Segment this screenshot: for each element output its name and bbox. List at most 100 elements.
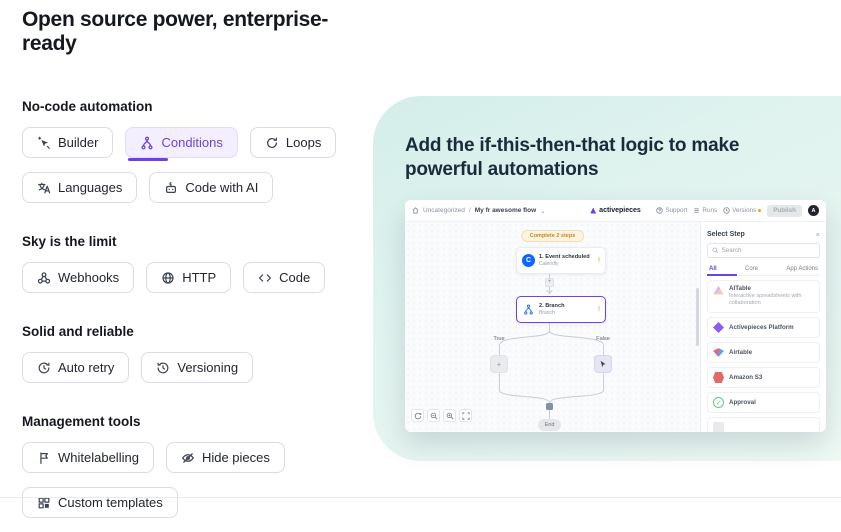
flow-canvas[interactable]: Complete 2 steps C 1. Event scheduled Ca… — [405, 222, 700, 432]
step-item-aitable[interactable]: AITable Interactive spreadsheets with co… — [707, 280, 820, 313]
feature-showcase-panel: Add the if-this-then-that logic to make … — [373, 96, 841, 461]
support-link[interactable]: Support — [656, 207, 687, 214]
translate-icon — [37, 181, 51, 195]
panel-heading: Add the if-this-then-that logic to make … — [405, 134, 757, 182]
zoom-out-button[interactable] — [427, 409, 440, 422]
feature-button-whitelabelling[interactable]: Whitelabelling — [22, 442, 154, 473]
add-step-true-button[interactable]: + — [490, 355, 508, 373]
feature-button-languages[interactable]: Languages — [22, 172, 137, 203]
search-icon — [712, 247, 719, 254]
activepieces-logo-icon — [590, 208, 596, 214]
feature-button-label: Versioning — [177, 360, 238, 375]
step-item-activepieces-platform[interactable]: Activepieces Platform — [707, 317, 820, 338]
feature-button-label: Conditions — [161, 135, 222, 150]
section-sky-is-the-limit: Sky is the limit Webhooks HTTP Code — [22, 234, 374, 293]
feature-button-label: Builder — [58, 135, 98, 150]
branch-icon — [140, 136, 154, 150]
publish-button[interactable]: Publish — [767, 205, 802, 217]
feature-button-code-with-ai[interactable]: Code with AI — [149, 172, 273, 203]
feature-button-label: Auto retry — [58, 360, 114, 375]
zoom-in-icon — [446, 412, 454, 420]
section-solid-and-reliable: Solid and reliable Auto retry Versioning — [22, 324, 374, 383]
breadcrumb-folder[interactable]: Uncategorized — [423, 207, 465, 214]
fit-view-icon — [462, 412, 470, 420]
flow-end-pill: End — [538, 419, 561, 431]
add-step-inline-button[interactable]: + — [545, 278, 554, 287]
tab-all[interactable]: All — [709, 266, 717, 272]
breadcrumb-flow-name[interactable]: My fr awesome flow — [475, 207, 536, 214]
tab-app-actions[interactable]: App Actions — [786, 266, 818, 272]
merge-node — [546, 403, 553, 410]
step-search[interactable] — [707, 243, 820, 258]
flag-icon — [37, 451, 51, 465]
feature-button-loops[interactable]: Loops — [250, 127, 336, 158]
section-heading: Sky is the limit — [22, 234, 374, 249]
step-search-input[interactable] — [722, 247, 802, 254]
canvas-scrollbar[interactable] — [696, 288, 699, 346]
step-item-approval[interactable]: ✓ Approval — [707, 392, 820, 413]
select-step-panel: Select Step × All Core App Actions — [700, 222, 826, 432]
step-item-partial[interactable] — [707, 417, 820, 432]
section-management-tools: Management tools Whitelabelling Hide pie… — [22, 414, 374, 518]
brand-logo: activepieces — [590, 207, 641, 214]
home-icon[interactable] — [412, 207, 419, 214]
step-item-amazon-s3[interactable]: Amazon S3 — [707, 367, 820, 388]
branch-step-icon — [523, 304, 534, 315]
feature-button-builder[interactable]: Builder — [22, 127, 113, 158]
section-heading: Management tools — [22, 414, 374, 429]
feature-button-conditions[interactable]: Conditions — [125, 127, 237, 158]
question-circle-icon — [656, 207, 663, 214]
flow-node-branch[interactable]: 2. Branch Branch ! — [516, 296, 606, 323]
section-no-code-automation: No-code automation Builder Conditions Lo… — [22, 99, 374, 203]
step-item-name: Activepieces Platform — [729, 324, 794, 331]
piece-icon — [713, 422, 724, 432]
step-item-name: AITable — [729, 285, 814, 292]
branch-false-label: False — [588, 336, 618, 342]
complete-steps-badge: Complete 2 steps — [521, 230, 585, 242]
activepieces-platform-icon — [713, 322, 724, 333]
feature-button-label: Webhooks — [58, 270, 119, 285]
step-item-description: Interactive spreadsheets with collaborat… — [729, 293, 814, 307]
canvas-toolbar — [411, 409, 472, 422]
runs-link[interactable]: Runs — [693, 207, 717, 214]
step-item-airtable[interactable]: Airtable — [707, 342, 820, 363]
feature-nav: Open source power, enterprise-ready No-c… — [22, 8, 374, 532]
fit-view-button[interactable] — [459, 409, 472, 422]
calendly-icon: C — [522, 254, 535, 267]
feature-button-label: Code — [279, 270, 310, 285]
mouse-cursor-icon — [599, 360, 607, 368]
flow-node-trigger[interactable]: C 1. Event scheduled Calendly ! — [516, 247, 606, 274]
breadcrumb-separator: / — [469, 207, 471, 214]
cursor-spark-icon — [37, 136, 51, 150]
versions-link[interactable]: Versions — [723, 207, 761, 214]
feature-button-label: Code with AI — [185, 180, 258, 195]
airtable-icon — [713, 347, 724, 358]
add-step-false-button[interactable] — [594, 355, 612, 373]
feature-button-webhooks[interactable]: Webhooks — [22, 262, 134, 293]
feature-button-http[interactable]: HTTP — [146, 262, 231, 293]
tab-core[interactable]: Core — [745, 266, 758, 272]
feature-button-versioning[interactable]: Versioning — [141, 352, 253, 383]
section-heading: No-code automation — [22, 99, 374, 114]
step-tabs: All Core App Actions — [707, 263, 820, 276]
chevron-down-icon[interactable]: ⌄ — [540, 207, 545, 215]
feature-button-label: Loops — [286, 135, 321, 150]
feature-button-code[interactable]: Code — [243, 262, 325, 293]
close-icon[interactable]: × — [816, 230, 820, 239]
reset-view-button[interactable] — [411, 409, 424, 422]
page-title: Open source power, enterprise-ready — [22, 8, 374, 56]
select-step-title: Select Step — [707, 231, 745, 238]
amazon-s3-icon — [713, 372, 724, 383]
feature-button-hide-pieces[interactable]: Hide pieces — [166, 442, 285, 473]
feature-button-auto-retry[interactable]: Auto retry — [22, 352, 129, 383]
feature-button-custom-templates[interactable]: Custom templates — [22, 487, 178, 518]
eye-off-icon — [181, 451, 195, 465]
node-title: 2. Branch — [539, 303, 594, 309]
robot-icon — [164, 181, 178, 195]
globe-icon — [161, 271, 175, 285]
zoom-in-button[interactable] — [443, 409, 456, 422]
node-title: 1. Event scheduled — [539, 254, 594, 260]
user-avatar[interactable]: A — [808, 205, 819, 216]
feature-button-label: HTTP — [182, 270, 216, 285]
code-brackets-icon — [258, 271, 272, 285]
